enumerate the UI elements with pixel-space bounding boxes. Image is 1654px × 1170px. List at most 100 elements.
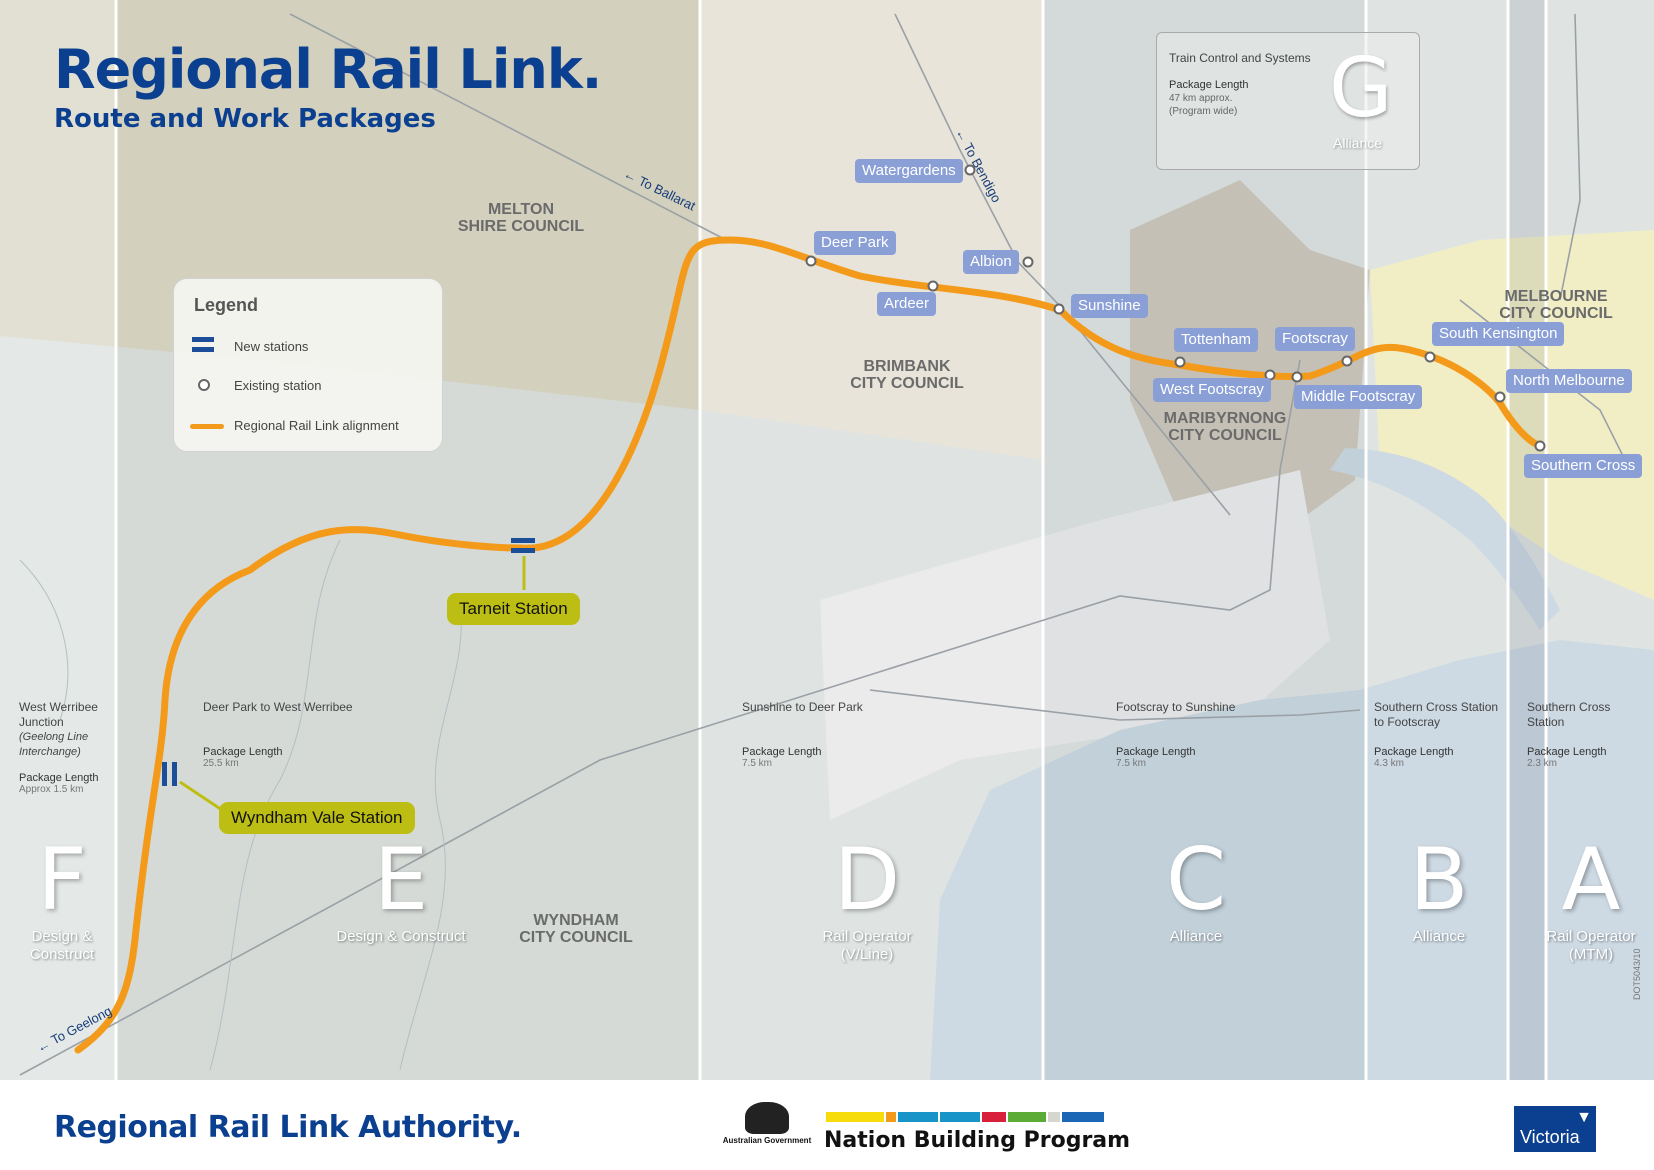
program-color-bar bbox=[1048, 1112, 1060, 1122]
station-dot-ardeer[interactable] bbox=[927, 280, 939, 292]
package-a-length-label: Package Length bbox=[1527, 746, 1607, 758]
package-a-info: Southern Cross Station Package Length 2.… bbox=[1527, 700, 1637, 769]
legend-item-new-stations: New stations bbox=[234, 339, 309, 354]
package-g-type: Alliance bbox=[1333, 135, 1383, 151]
council-brimbank: BRIMBANK CITY COUNCIL bbox=[807, 358, 1007, 392]
station-dot-footscray[interactable] bbox=[1341, 355, 1353, 367]
station-dot-watergardens[interactable] bbox=[964, 164, 976, 176]
package-d-length-label: Package Length bbox=[742, 746, 822, 758]
station-label-watergardens[interactable]: Watergardens bbox=[855, 159, 963, 183]
package-f-type-2: Construct bbox=[29, 946, 95, 963]
station-label-deer-park[interactable]: Deer Park bbox=[814, 231, 896, 255]
package-a-name-1: Southern Cross bbox=[1527, 700, 1611, 714]
station-label-ardeer[interactable]: Ardeer bbox=[877, 292, 937, 316]
package-g-length-value: 47 km approx. bbox=[1169, 93, 1233, 104]
map-canvas[interactable] bbox=[0, 0, 1654, 1080]
package-a-type-2: (MTM) bbox=[1568, 946, 1614, 963]
station-dot-north-melbourne[interactable] bbox=[1494, 391, 1506, 403]
package-e-length-value: 25.5 km bbox=[203, 758, 239, 769]
package-e-info: Deer Park to West Werribee Package Lengt… bbox=[203, 700, 353, 769]
station-dot-middle-footscray[interactable] bbox=[1291, 371, 1303, 383]
program-color-bar bbox=[1062, 1112, 1104, 1122]
new-station-wyndham-vale-symbol[interactable] bbox=[162, 762, 223, 812]
station-label-south-kensington[interactable]: South Kensington bbox=[1432, 322, 1565, 346]
package-a-marker: A Rail Operator (MTM) bbox=[1520, 832, 1654, 964]
council-wyndham-line-1: WYNDHAM bbox=[533, 912, 619, 929]
council-wyndham-line-2: CITY COUNCIL bbox=[519, 929, 633, 946]
package-f-note-2: Interchange) bbox=[19, 746, 81, 758]
package-d-type-2: (V/Line) bbox=[840, 946, 894, 963]
station-dot-albion[interactable] bbox=[1022, 256, 1034, 268]
council-maribyrnong-line-2: CITY COUNCIL bbox=[1168, 427, 1282, 444]
package-c-name: Footscray to Sunshine bbox=[1116, 700, 1236, 714]
coat-of-arms-icon bbox=[745, 1102, 789, 1134]
station-dot-tottenham[interactable] bbox=[1174, 356, 1186, 368]
council-maribyrnong: MARIBYRNONG CITY COUNCIL bbox=[1125, 410, 1325, 444]
package-d-marker: D Rail Operator (V/Line) bbox=[797, 832, 937, 964]
victoria-triangle-icon: ▼ bbox=[1576, 1109, 1592, 1126]
station-label-southern-cross[interactable]: Southern Cross bbox=[1524, 454, 1643, 478]
new-station-symbol bbox=[192, 337, 214, 352]
council-melbourne-line-1: MELBOURNE bbox=[1504, 288, 1608, 305]
legend-item-existing-station: Existing station bbox=[234, 378, 322, 393]
program-color-bar bbox=[898, 1112, 938, 1122]
program-color-bar bbox=[940, 1112, 980, 1122]
package-g-note: (Program wide) bbox=[1169, 106, 1238, 117]
rrl-alignment bbox=[74, 236, 1544, 1054]
victoria-label: Victoria bbox=[1520, 1127, 1580, 1147]
page-subtitle: Route and Work Packages bbox=[54, 104, 436, 134]
package-e-name: Deer Park to West Werribee bbox=[203, 700, 353, 714]
package-g-letter: G bbox=[1329, 41, 1393, 136]
existing-station-dots bbox=[805, 164, 1546, 452]
package-c-length-value: 7.5 km bbox=[1116, 758, 1147, 769]
document-code: DOT5043/10 bbox=[1632, 948, 1642, 1000]
package-b-name-1: Southern Cross Station bbox=[1374, 700, 1499, 714]
package-f-note-1: (Geelong Line bbox=[19, 731, 89, 743]
urban-lands bbox=[820, 470, 1330, 820]
package-d-letter: D bbox=[833, 830, 901, 930]
new-station-label-tarneit[interactable]: Tarneit Station bbox=[447, 593, 580, 625]
package-e-marker: E Design & Construct bbox=[331, 832, 471, 946]
package-c-info: Footscray to Sunshine Package Length 7.5… bbox=[1116, 700, 1266, 769]
package-c-length-label: Package Length bbox=[1116, 746, 1196, 758]
govt-label: Australian Government bbox=[722, 1136, 812, 1145]
legend: Legend New stations Existing station Reg… bbox=[173, 278, 443, 452]
footer-authority[interactable]: Regional Rail Link Authority. bbox=[54, 1110, 522, 1145]
new-station-tarneit-symbol[interactable] bbox=[511, 538, 535, 590]
council-melton: MELTON SHIRE COUNCIL bbox=[421, 201, 621, 235]
station-label-west-footscray[interactable]: West Footscray bbox=[1153, 378, 1271, 402]
program-name: Nation Building Program bbox=[824, 1128, 1131, 1153]
station-dot-deer-park[interactable] bbox=[805, 255, 817, 267]
package-f-length-label: Package Length bbox=[19, 772, 99, 784]
station-label-middle-footscray[interactable]: Middle Footscray bbox=[1294, 385, 1423, 409]
station-dot-south-kensington[interactable] bbox=[1424, 351, 1436, 363]
victoria-logo: ▼ Victoria bbox=[1514, 1106, 1596, 1152]
package-c-letter: C bbox=[1165, 830, 1227, 930]
package-c-type: Alliance bbox=[1169, 928, 1223, 945]
package-d-name: Sunshine to Deer Park bbox=[742, 700, 863, 714]
footer: Regional Rail Link Authority. Australian… bbox=[0, 1080, 1654, 1170]
package-f-type-1: Design & bbox=[31, 928, 93, 945]
existing-station-symbol bbox=[198, 379, 210, 391]
council-melbourne-line-2: CITY COUNCIL bbox=[1499, 305, 1613, 322]
station-label-footscray[interactable]: Footscray bbox=[1275, 327, 1355, 351]
station-label-north-melbourne[interactable]: North Melbourne bbox=[1506, 369, 1632, 393]
package-g-length-label: Package Length bbox=[1169, 79, 1249, 91]
package-e-type: Design & Construct bbox=[336, 928, 466, 945]
station-label-sunshine[interactable]: Sunshine bbox=[1071, 294, 1148, 318]
pkg-f-column bbox=[0, 0, 116, 1080]
package-b-length-value: 4.3 km bbox=[1374, 758, 1405, 769]
station-dot-sunshine[interactable] bbox=[1053, 303, 1065, 315]
yarra-river bbox=[1330, 448, 1560, 630]
station-dot-southern-cross[interactable] bbox=[1534, 440, 1546, 452]
package-a-name-2: Station bbox=[1527, 715, 1565, 729]
station-label-tottenham[interactable]: Tottenham bbox=[1174, 328, 1259, 352]
package-b-length-label: Package Length bbox=[1374, 746, 1454, 758]
package-a-type-1: Rail Operator bbox=[1546, 928, 1636, 945]
waterways bbox=[19, 539, 462, 1071]
new-station-label-wyndham-vale[interactable]: Wyndham Vale Station bbox=[219, 802, 415, 834]
council-maribyrnong-line-1: MARIBYRNONG bbox=[1163, 410, 1287, 427]
council-wyndham: WYNDHAM CITY COUNCIL bbox=[476, 912, 676, 946]
station-label-albion[interactable]: Albion bbox=[963, 250, 1019, 274]
